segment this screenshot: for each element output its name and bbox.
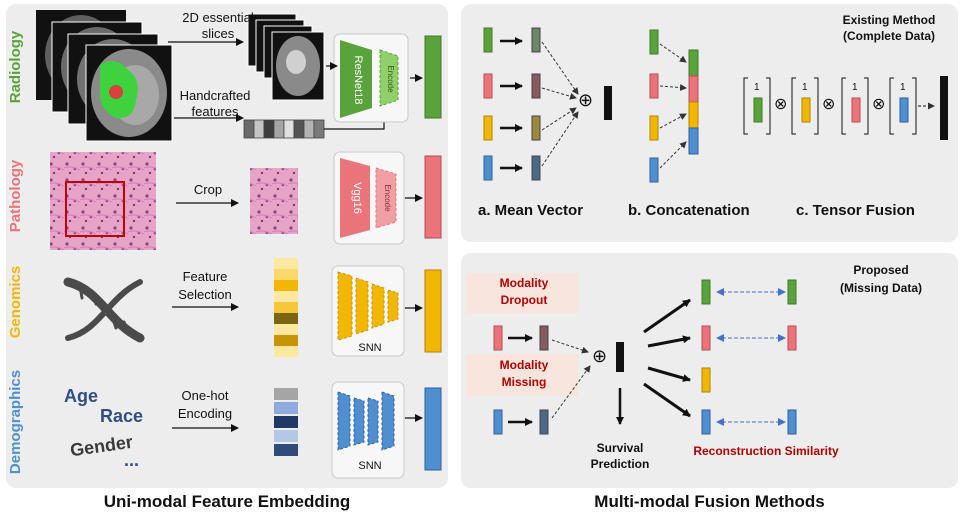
genomics-feature-vector [274, 258, 298, 357]
tensor-one-1: 1 [754, 82, 760, 93]
survival-label-line1: Survival [596, 441, 644, 455]
word-age: Age [64, 386, 99, 406]
modality-dropout-line1: Modality [499, 276, 549, 290]
proposed-title-line2: (Missing Data) [839, 281, 922, 295]
word-race: Race [100, 406, 144, 426]
mri-stack-image [36, 10, 173, 142]
existing-title-line2: (Complete Data) [842, 29, 935, 43]
tensor-product-3: ⊗ [872, 96, 886, 113]
tensor-one-3: 1 [852, 82, 858, 93]
tensor-product-1: ⊗ [774, 96, 788, 113]
pathology-slide-image [50, 152, 156, 250]
left-caption: Uni-modal Feature Embedding [103, 492, 351, 511]
tensor-fusion-label: c. Tensor Fusion [796, 202, 915, 219]
slices-label-line1: 2D essential [182, 10, 254, 25]
modality-missing-line2: Missing [501, 375, 547, 389]
demographics-snn-label: SNN [358, 460, 382, 472]
crop-label: Crop [193, 182, 223, 197]
existing-method-panel [461, 4, 958, 242]
tensor-fusion-diagram [743, 76, 948, 140]
modality-missing-line1: Modality [499, 358, 549, 372]
mri-slices-image [247, 13, 325, 101]
tensor-one-4: 1 [900, 82, 906, 93]
tensor-product-2: ⊗ [822, 96, 836, 113]
handcrafted-feature-bar [243, 119, 325, 139]
mean-sum-symbol: ⊕ [578, 90, 594, 110]
handcrafted-label-line1: Handcrafted [179, 88, 251, 103]
concatenation-diagram [649, 29, 699, 183]
modality-dropout-line2: Dropout [500, 293, 548, 307]
existing-title-line1: Existing Method [842, 13, 936, 27]
demographics-feature-vector [274, 388, 298, 456]
mean-vector-label: a. Mean Vector [478, 202, 584, 219]
pathology-crop-image [250, 168, 298, 234]
proposed-title-line1: Proposed [853, 263, 909, 277]
one-hot-label-line2: Encoding [177, 406, 233, 421]
word-ellipsis: ... [124, 450, 140, 470]
reconstruction-similarity-label: Reconstruction Similarity [693, 444, 839, 458]
handcrafted-label-line2: features [191, 104, 239, 119]
dna-icon [63, 277, 145, 343]
mean-vector-diagram [483, 27, 612, 181]
proposed-sum-symbol: ⊕ [592, 346, 608, 366]
feature-selection-label-line2: Selection [178, 287, 232, 302]
tensor-one-2: 1 [802, 82, 808, 93]
one-hot-label-line1: One-hot [181, 388, 229, 403]
slices-label-line2: slices [201, 26, 235, 41]
genomics-snn-label: SNN [358, 342, 382, 354]
feature-selection-label-line1: Feature [182, 269, 228, 284]
survival-label-line2: Prediction [590, 457, 650, 471]
right-caption: Multi-modal Fusion Methods [594, 492, 825, 511]
concatenation-label: b. Concatenation [628, 202, 750, 219]
